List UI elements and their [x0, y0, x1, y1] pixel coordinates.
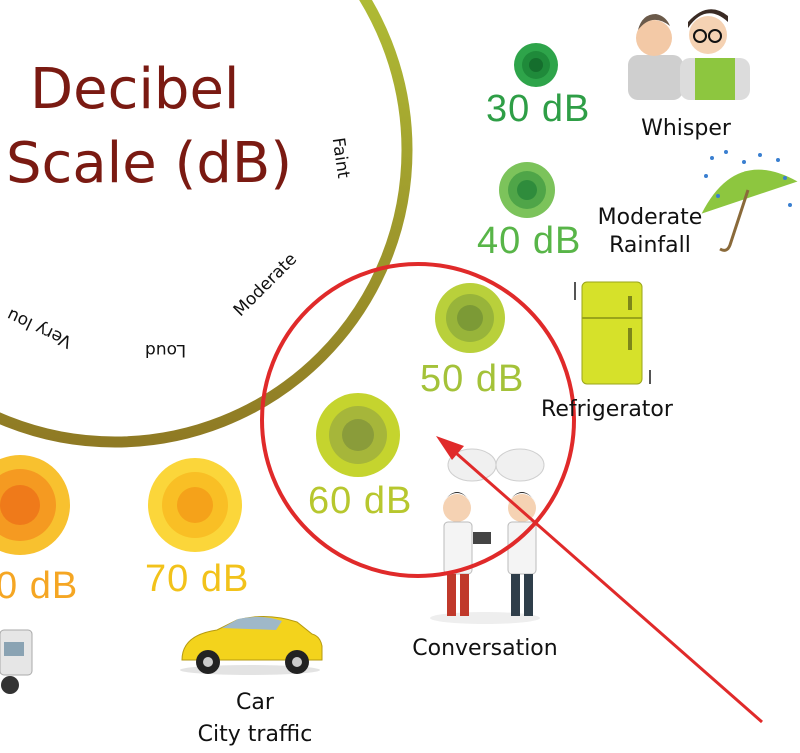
conversation-people-illustration [430, 448, 545, 624]
source-label-whisper: Whisper [641, 116, 731, 141]
dot-30db [514, 43, 558, 87]
whisper-people-illustration [628, 9, 750, 100]
scale-label-loud: Loud [145, 340, 187, 360]
source-label-conversation: Conversation [412, 636, 558, 661]
dot-40db [499, 162, 555, 218]
title-line-1: Decibel [30, 57, 240, 122]
dot-70db [148, 458, 242, 552]
truck-illustration [0, 629, 33, 694]
car-illustration [180, 616, 323, 675]
scale-ring [0, 0, 413, 448]
source-label-car: Car [236, 690, 274, 715]
db-label-40: 40 dB [477, 220, 582, 262]
highlight-arrow [436, 436, 763, 724]
dot-80db-partial [0, 455, 70, 555]
dot-60db [316, 393, 400, 477]
highlight-circle [260, 262, 576, 578]
refrigerator-illustration [574, 281, 651, 385]
umbrella-rain-illustration [701, 150, 798, 252]
db-label-30: 30 dB [486, 88, 591, 130]
db-label-50: 50 dB [420, 358, 525, 400]
dot-50db [435, 283, 505, 353]
source-label-city-traffic: City traffic [197, 722, 313, 747]
source-label-rainfall-line1: Moderate [597, 205, 703, 230]
db-label-80-partial: 0 dB [0, 565, 79, 607]
source-label-rainfall-line2: Rainfall [609, 233, 691, 258]
title-line-2: Scale (dB) [6, 131, 293, 196]
db-label-70: 70 dB [145, 558, 250, 600]
source-label-refrigerator: Refrigerator [541, 397, 673, 422]
db-label-60: 60 dB [308, 480, 413, 522]
